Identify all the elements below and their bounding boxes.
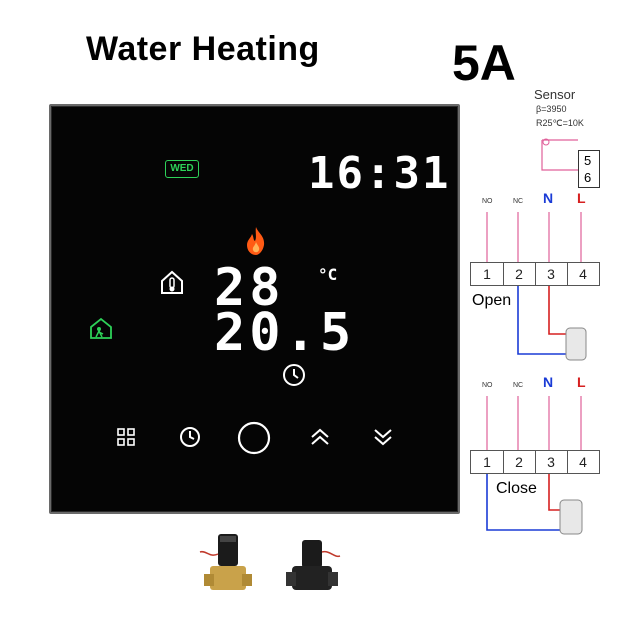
temperature-unit: °C <box>318 265 338 284</box>
sensor-terminal-6: 6 <box>584 170 592 185</box>
label-nc: NC <box>513 382 524 389</box>
sensor-r25: R25℃=10K <box>536 118 584 128</box>
terminal-strip-open: 1 2 3 4 <box>470 262 600 286</box>
plastic-solenoid-valve-image <box>282 538 342 598</box>
away-home-icon <box>88 315 114 341</box>
terminal-2: 2 <box>515 266 523 282</box>
terminal-3: 3 <box>547 454 555 470</box>
home-thermometer-icon <box>158 268 186 296</box>
menu-grid-icon <box>116 427 136 452</box>
label-neutral: N <box>543 190 554 206</box>
current-rating: 5A <box>452 35 516 91</box>
timer-icon <box>178 425 202 454</box>
terminal-4: 4 <box>579 266 587 282</box>
terminal-1: 1 <box>483 266 491 282</box>
thermostat-panel <box>49 104 460 514</box>
sensor-terminal-block: 5 6 <box>578 150 600 188</box>
brass-solenoid-valve-image <box>196 532 260 598</box>
state-close-label: Close <box>496 480 537 497</box>
terminal-1: 1 <box>483 454 491 470</box>
flame-icon <box>243 226 269 256</box>
clock-icon <box>281 362 307 388</box>
decrease-button[interactable] <box>368 424 398 454</box>
wiring-diagram <box>486 138 587 535</box>
power-icon <box>236 420 272 461</box>
timer-button[interactable] <box>175 424 205 454</box>
terminal-4: 4 <box>579 454 587 470</box>
terminal-3: 3 <box>547 266 555 282</box>
sensor-terminal-5: 5 <box>584 153 592 168</box>
chevron-up-icon <box>308 427 332 452</box>
clock-display: 16:31 <box>308 148 451 199</box>
day-badge: WED <box>165 160 199 178</box>
label-live: L <box>577 190 586 206</box>
sensor-title: Sensor <box>534 87 576 102</box>
label-live: L <box>577 374 586 390</box>
power-button[interactable] <box>235 421 273 459</box>
terminal-2: 2 <box>515 454 523 470</box>
chevron-down-icon <box>371 427 395 452</box>
set-temperature: 28 <box>214 258 285 318</box>
sensor-beta: β=3950 <box>536 104 567 114</box>
label-no: NO <box>482 198 493 205</box>
state-open-label: Open <box>472 292 512 309</box>
room-temperature: 20.5 <box>214 303 356 363</box>
increase-button[interactable] <box>305 424 335 454</box>
label-no: NO <box>482 382 493 389</box>
label-neutral: N <box>543 374 554 390</box>
terminal-strip-close: 1 2 3 4 <box>470 450 600 474</box>
product-title: Water Heating <box>86 30 320 68</box>
label-nc: NC <box>513 198 524 205</box>
menu-button[interactable] <box>111 424 141 454</box>
